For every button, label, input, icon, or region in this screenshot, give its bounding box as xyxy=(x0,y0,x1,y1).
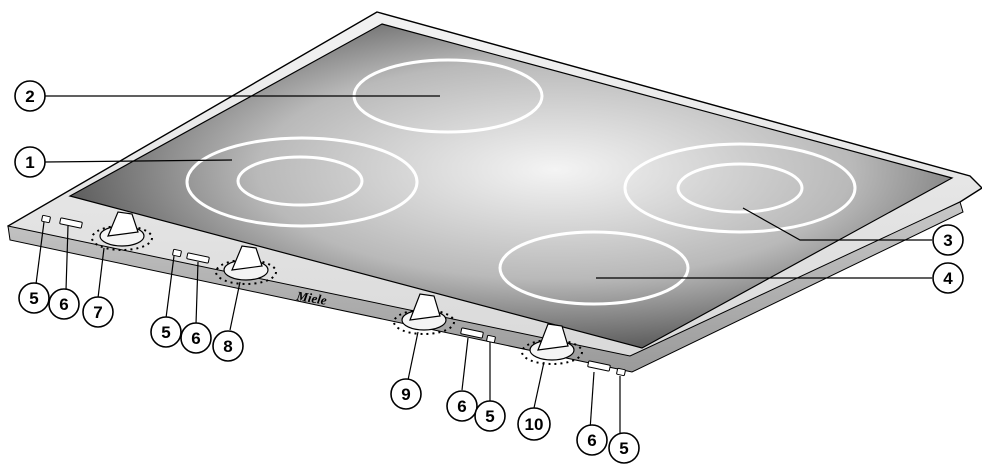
callout-8-label: 8 xyxy=(223,337,232,356)
indicator-display-3 xyxy=(460,327,484,339)
callout-6-a-label: 6 xyxy=(59,295,68,314)
callout-10: 10 xyxy=(517,407,551,441)
front-right-zone xyxy=(498,230,690,306)
indicator-lamp-2 xyxy=(172,248,182,258)
callout-4-label: 4 xyxy=(943,269,953,288)
indicator-lamp-1 xyxy=(41,214,51,224)
indicator-display-2 xyxy=(186,252,210,264)
callout-2-label: 2 xyxy=(25,87,34,106)
rear-right-zone-outer xyxy=(623,142,857,234)
callout-7: 7 xyxy=(82,296,114,328)
callout-5-c-label: 5 xyxy=(485,407,494,426)
callout-9: 9 xyxy=(390,378,422,410)
callout-2: 2 xyxy=(14,80,46,112)
callout-5-a-label: 5 xyxy=(29,289,38,308)
callout-6-c-label: 6 xyxy=(457,397,466,416)
control-knob-rear-left[interactable] xyxy=(215,245,277,285)
indicator-display-4 xyxy=(587,360,611,372)
rear-right-zone-inner xyxy=(676,162,804,214)
callout-6-a: 6 xyxy=(48,288,80,320)
cooking-zones xyxy=(185,58,857,306)
callout-6-b: 6 xyxy=(180,322,212,354)
callout-9-label: 9 xyxy=(401,385,410,404)
front-left-zone-outer xyxy=(185,136,419,228)
callout-7-label: 7 xyxy=(93,303,102,322)
ceramic-glass-surface xyxy=(68,23,954,349)
callout-6-c: 6 xyxy=(446,390,478,422)
callout-5-a: 5 xyxy=(18,282,50,314)
front-left-zone-inner xyxy=(236,155,364,207)
callout-5-b-label: 5 xyxy=(161,323,170,342)
indicator-lamp-3 xyxy=(486,334,496,344)
callout-1-label: 1 xyxy=(25,153,34,172)
indicator-lamp-4 xyxy=(616,367,626,377)
callout-5-d-label: 5 xyxy=(619,439,628,458)
indicator-display-1 xyxy=(59,217,83,229)
callout-5-c: 5 xyxy=(474,400,506,432)
callout-6-b-label: 6 xyxy=(191,329,200,348)
callout-4: 4 xyxy=(932,262,964,294)
callout-1: 1 xyxy=(14,146,46,178)
brand-logo: Miele xyxy=(295,288,329,308)
callout-5-b: 5 xyxy=(150,316,182,348)
callout-5-d: 5 xyxy=(608,432,640,464)
control-panel xyxy=(41,211,626,377)
control-knob-front-right[interactable] xyxy=(521,323,583,365)
callout-3-label: 3 xyxy=(943,231,952,250)
control-knob-rear-right[interactable] xyxy=(393,293,455,335)
callout-6-d-label: 6 xyxy=(587,431,596,450)
leader-lines xyxy=(35,95,932,440)
callout-3: 3 xyxy=(932,224,964,256)
callout-10-label: 10 xyxy=(525,415,544,434)
callout-8: 8 xyxy=(212,330,244,362)
callout-6-d: 6 xyxy=(576,424,608,456)
control-knob-front-left[interactable] xyxy=(91,211,153,251)
